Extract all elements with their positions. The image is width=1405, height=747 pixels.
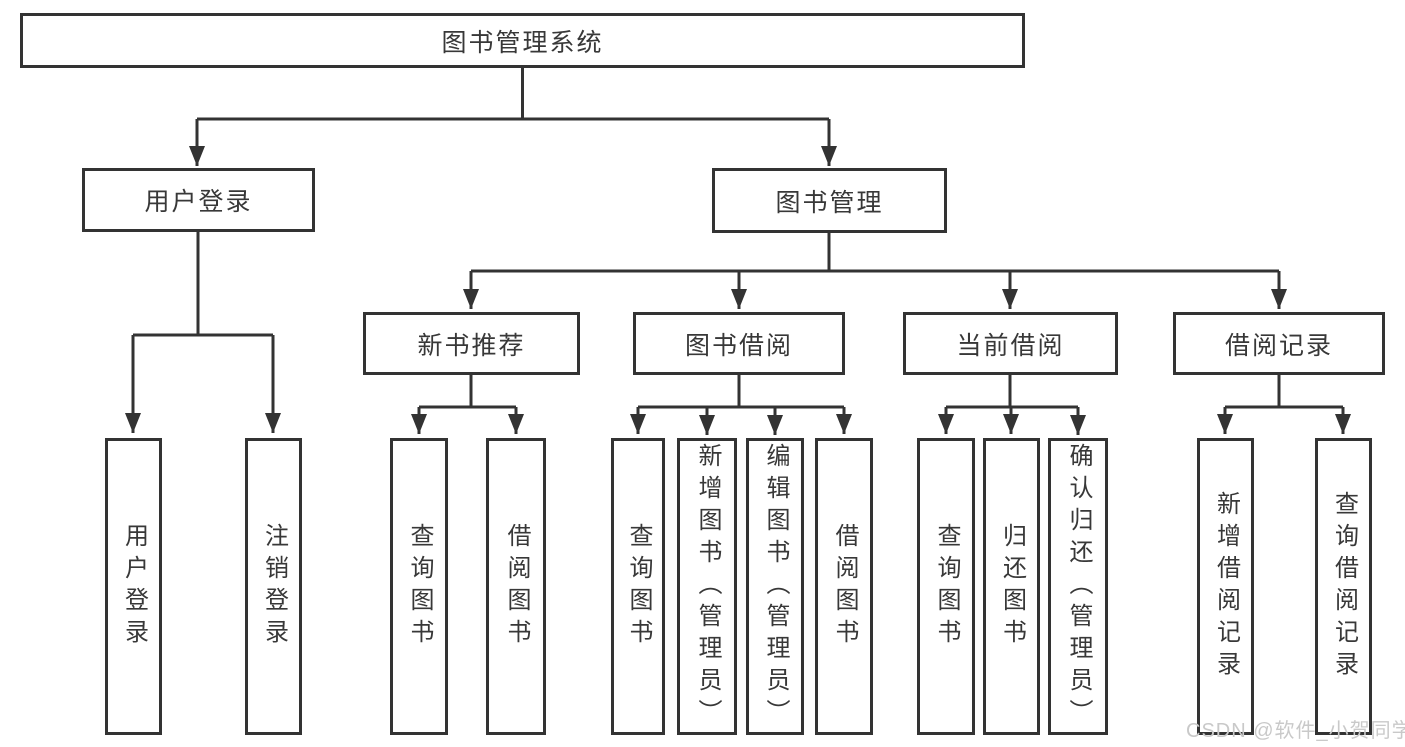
node-leaf-add-books-admin: 新增图书（管理员） [677, 438, 737, 735]
node-leaf-add-borrow-record: 新增借阅记录 [1197, 438, 1254, 735]
node-label: 编辑图书（管理员） [762, 442, 789, 731]
node-root-library-management-system: 图书管理系统 [20, 13, 1025, 68]
node-new-book-recommend: 新书推荐 [363, 312, 580, 375]
node-label: 查询图书 [406, 522, 433, 651]
node-label: 归还图书 [998, 522, 1026, 651]
node-leaf-user-login: 用户登录 [105, 438, 162, 735]
node-label: 新书推荐 [417, 331, 526, 360]
csdn-watermark: CSDN @软件_小贺同学 [1186, 720, 1405, 742]
node-label: 当前借阅 [956, 331, 1065, 360]
node-label: 查询图书 [625, 522, 652, 651]
node-leaf-return-books: 归还图书 [983, 438, 1040, 735]
node-leaf-borrow-books: 借阅图书 [486, 438, 546, 735]
node-label: 新增图书（管理员） [694, 442, 721, 731]
node-current-borrowing: 当前借阅 [903, 312, 1118, 375]
node-borrowing-records: 借阅记录 [1173, 312, 1385, 375]
node-label: 用户登录 [120, 522, 148, 651]
node-label: 用户登录 [144, 188, 253, 216]
node-label: 查询图书 [933, 522, 960, 651]
node-label: 注销登录 [260, 522, 288, 651]
node-label: 新增借阅记录 [1212, 490, 1240, 683]
node-label: 图书管理 [775, 188, 884, 217]
node-leaf-query-books: 查询图书 [390, 438, 448, 735]
node-user-login: 用户登录 [82, 168, 315, 232]
node-leaf-logout: 注销登录 [245, 438, 302, 735]
node-label: 借阅图书 [831, 522, 858, 651]
node-leaf-query-borrow-record: 查询借阅记录 [1315, 438, 1372, 735]
node-book-management: 图书管理 [712, 168, 947, 233]
node-book-borrowing: 图书借阅 [633, 312, 845, 375]
node-label: 确认归还（管理员） [1065, 442, 1092, 731]
node-label: 图书管理系统 [441, 28, 604, 57]
node-label: 借阅记录 [1224, 331, 1333, 360]
node-leaf-query-books: 查询图书 [611, 438, 665, 735]
node-label: 图书借阅 [684, 331, 793, 360]
node-leaf-query-books: 查询图书 [917, 438, 975, 735]
node-leaf-borrow-books: 借阅图书 [815, 438, 873, 735]
node-label: 借阅图书 [503, 522, 530, 651]
node-label: 查询借阅记录 [1330, 490, 1358, 683]
node-leaf-confirm-return-admin: 确认归还（管理员） [1048, 438, 1108, 735]
node-leaf-edit-books-admin: 编辑图书（管理员） [746, 438, 804, 735]
